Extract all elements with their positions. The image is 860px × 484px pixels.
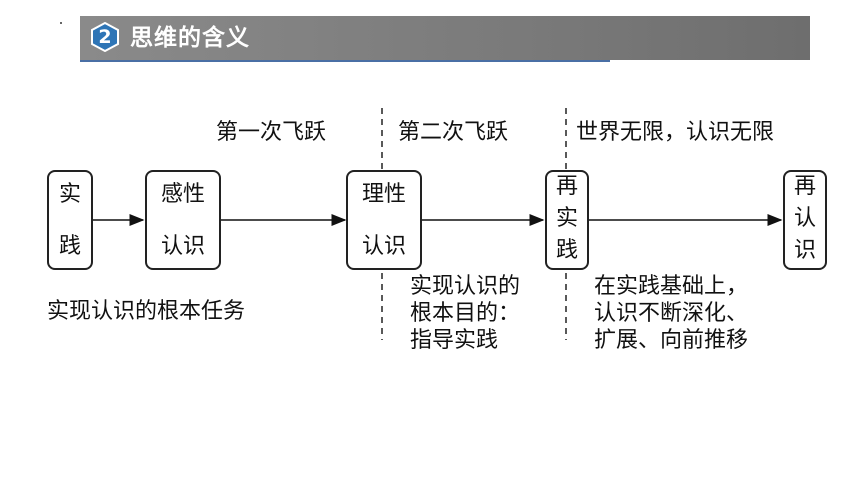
- phase-first-leap: 第一次飞跃: [216, 120, 327, 145]
- note-purpose-line-3: 指导实践: [410, 328, 499, 353]
- decor-dot: [60, 22, 62, 24]
- node-re-knowing-char-3: 识: [793, 238, 816, 263]
- node-re-practice-char-3: 践: [555, 238, 578, 263]
- note-deepening-line-1: 在实践基础上，: [594, 274, 749, 299]
- node-practice-char-1: 实: [58, 182, 81, 207]
- node-rational-line-1: 理性: [361, 182, 406, 207]
- node-re-practice: 再 实 践: [545, 170, 589, 270]
- phase-second-leap: 第二次飞跃: [398, 120, 509, 145]
- section-title: 思维的含义: [130, 25, 250, 51]
- node-re-practice-char-1: 再: [555, 174, 578, 199]
- node-re-knowing-char-1: 再: [793, 174, 816, 199]
- node-practice: 实 践: [47, 170, 93, 270]
- section-header-underline: [80, 60, 610, 62]
- node-rational-line-2: 认识: [361, 234, 406, 259]
- node-perceptual-line-2: 认识: [160, 234, 205, 259]
- node-re-practice-char-2: 实: [555, 206, 578, 231]
- phase-infinite: 世界无限，认识无限: [576, 120, 775, 145]
- note-purpose-line-2: 根本目的：: [410, 301, 521, 326]
- section-number-badge-icon: [91, 22, 119, 52]
- note-deepening-line-2: 认识不断深化、: [594, 301, 749, 326]
- node-rational-knowing: 理性 认识: [346, 170, 422, 270]
- note-purpose-line-1: 实现认识的: [410, 274, 521, 299]
- section-header-bar: [80, 16, 810, 60]
- node-practice-char-2: 践: [58, 234, 81, 259]
- node-perceptual-knowing: 感性 认识: [145, 170, 221, 270]
- note-deepening-line-3: 扩展、向前推移: [594, 328, 749, 353]
- node-re-knowing-char-2: 认: [793, 206, 816, 231]
- section-number: 2: [98, 26, 112, 48]
- note-fundamental-task: 实现认识的根本任务: [47, 299, 246, 324]
- note-deepening: 在实践基础上， 认识不断深化、 扩展、向前推移: [594, 273, 748, 354]
- note-fundamental-purpose: 实现认识的 根本目的： 指导实践: [410, 273, 520, 354]
- node-re-knowing: 再 认 识: [783, 170, 827, 270]
- node-perceptual-line-1: 感性: [160, 182, 205, 207]
